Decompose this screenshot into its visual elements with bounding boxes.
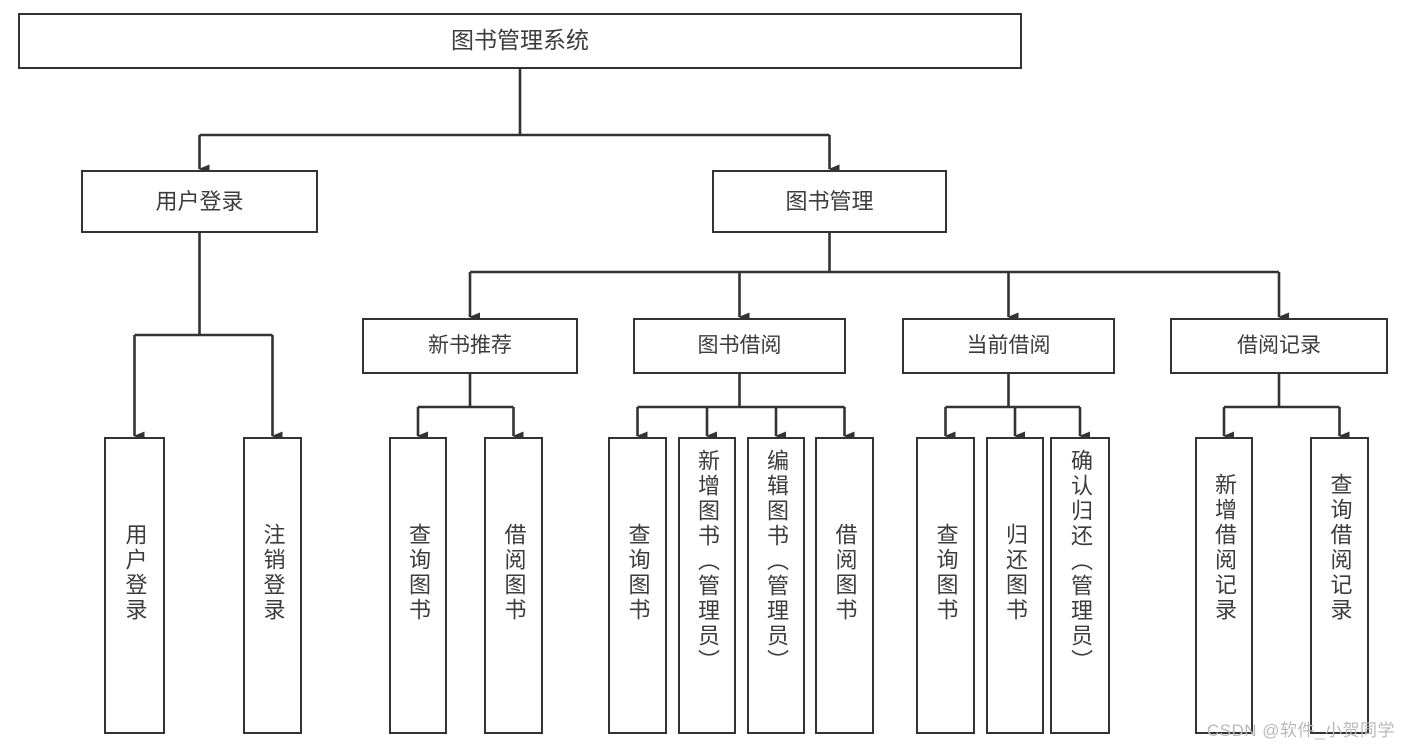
node-leaf-13: 查询借阅记录: [1310, 437, 1369, 734]
node-root: 图书管理系统: [18, 13, 1022, 69]
node-leaf-1: 用户登录: [104, 437, 165, 734]
node-label-borrow: 图书借阅: [697, 333, 782, 357]
node-records: 借阅记录: [1170, 318, 1388, 374]
node-leaf-10: 归还图书: [986, 437, 1044, 734]
node-leaf-5: 查询图书: [608, 437, 667, 734]
node-label-leaf-1: 用户登录: [122, 523, 148, 623]
node-leaf-6: 新增图书（管理员）: [678, 437, 736, 734]
node-label-leaf-9: 查询图书: [933, 523, 959, 623]
node-label-bookmgmt: 图书管理: [785, 188, 874, 214]
node-label-leaf-2: 注销登录: [260, 523, 286, 623]
node-login: 用户登录: [81, 170, 318, 233]
node-leaf-8: 借阅图书: [815, 437, 874, 734]
node-label-leaf-3: 查询图书: [406, 523, 431, 623]
node-leaf-2: 注销登录: [243, 437, 302, 734]
node-bookmgmt: 图书管理: [712, 170, 947, 233]
node-label-leaf-8: 借阅图书: [832, 523, 858, 623]
node-leaf-4: 借阅图书: [484, 437, 543, 734]
node-label-current: 当前借阅: [966, 333, 1051, 357]
node-label-root: 图书管理系统: [451, 27, 589, 54]
node-leaf-12: 新增借阅记录: [1195, 437, 1253, 734]
connector-layer: [133, 69, 1350, 441]
node-label-records: 借阅记录: [1237, 333, 1321, 357]
node-leaf-7: 编辑图书（管理员）: [747, 437, 805, 734]
node-label-leaf-13: 查询借阅记录: [1327, 473, 1353, 623]
node-leaf-3: 查询图书: [389, 437, 447, 734]
node-label-leaf-10: 归还图书: [1003, 523, 1028, 623]
node-current: 当前借阅: [902, 318, 1115, 374]
node-newbook: 新书推荐: [362, 318, 578, 374]
node-leaf-9: 查询图书: [916, 437, 975, 734]
node-borrow: 图书借阅: [633, 318, 846, 374]
node-label-newbook: 新书推荐: [428, 333, 512, 357]
node-label-leaf-5: 查询图书: [625, 523, 651, 623]
node-label-login: 用户登录: [155, 188, 244, 214]
node-label-leaf-6: 新增图书（管理员）: [695, 449, 720, 674]
node-label-leaf-7: 编辑图书（管理员）: [764, 449, 789, 674]
node-leaf-11: 确认归还（管理员）: [1050, 437, 1110, 734]
node-label-leaf-4: 借阅图书: [501, 523, 527, 623]
node-label-leaf-12: 新增借阅记录: [1212, 473, 1237, 623]
node-label-leaf-11: 确认归还（管理员）: [1068, 449, 1093, 674]
